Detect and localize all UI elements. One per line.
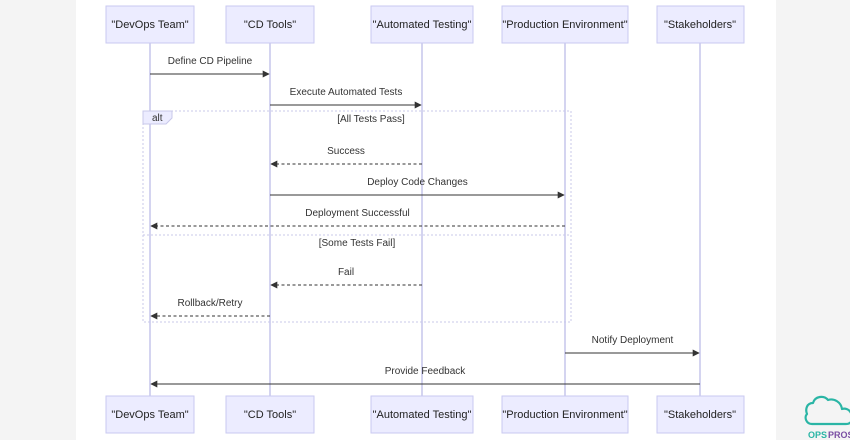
opspros-logo: OPS PROS — [804, 395, 850, 440]
actors-top: "DevOps Team" "CD Tools" "Automated Test… — [105, 5, 745, 44]
actor-top-production-environment: "Production Environment" — [501, 5, 629, 44]
message-label: Define CD Pipeline — [168, 56, 253, 67]
cloud-icon — [804, 395, 850, 426]
actor-box — [105, 5, 195, 44]
actor-box — [225, 395, 315, 434]
actors-bottom: "DevOps Team" "CD Tools" "Automated Test… — [105, 395, 745, 434]
actor-top-devops-team: "DevOps Team" — [105, 5, 195, 44]
actor-label: "CD Tools" — [244, 409, 296, 421]
actor-bottom-production-environment: "Production Environment" — [501, 395, 629, 434]
diagram-panel — [76, 0, 776, 440]
message-label: Execute Automated Tests — [290, 87, 403, 98]
alt-keyword: alt — [152, 113, 163, 124]
message-label: Deploy Code Changes — [367, 177, 468, 188]
actor-box — [225, 5, 315, 44]
actor-label: "Stakeholders" — [664, 19, 736, 31]
message-label: Deployment Successful — [305, 208, 410, 219]
alt-frame-label-box — [142, 110, 173, 125]
actor-bottom-stakeholders: "Stakeholders" — [656, 395, 745, 434]
actor-label: "DevOps Team" — [111, 19, 188, 31]
alt-frame-border — [142, 110, 572, 323]
actor-bottom-automated-testing: "Automated Testing" — [370, 395, 474, 434]
message-label: Fail — [338, 267, 354, 278]
actor-box — [370, 395, 474, 434]
actor-box — [370, 5, 474, 44]
actor-label: "CD Tools" — [244, 19, 296, 31]
actor-top-cd-tools: "CD Tools" — [225, 5, 315, 44]
alt-frame: alt [All Tests Pass] [Some Tests Fail] — [142, 110, 572, 323]
actor-bottom-cd-tools: "CD Tools" — [225, 395, 315, 434]
actor-bottom-devops-team: "DevOps Team" — [105, 395, 195, 434]
message-label: Success — [327, 146, 365, 157]
actor-label: "Production Environment" — [502, 409, 627, 421]
logo-text-ops: OPS — [808, 430, 827, 440]
actor-top-automated-testing: "Automated Testing" — [370, 5, 474, 44]
alt-condition-pass: [All Tests Pass] — [337, 114, 405, 125]
actor-box — [501, 395, 629, 434]
actor-box — [105, 395, 195, 434]
actor-label: "Stakeholders" — [664, 409, 736, 421]
message-label: Provide Feedback — [385, 366, 467, 377]
actor-box — [656, 395, 745, 434]
lifelines — [149, 43, 701, 396]
actor-label: "DevOps Team" — [111, 409, 188, 421]
alt-condition-fail: [Some Tests Fail] — [319, 238, 396, 249]
actor-label: "Automated Testing" — [373, 19, 472, 31]
logo-text-pros: PROS — [828, 430, 850, 440]
actor-label: "Automated Testing" — [373, 409, 472, 421]
actor-label: "Production Environment" — [502, 19, 627, 31]
actor-top-stakeholders: "Stakeholders" — [656, 5, 745, 44]
actor-box — [501, 5, 629, 44]
actor-box — [656, 5, 745, 44]
message-label: Rollback/Retry — [177, 298, 242, 309]
message-label: Notify Deployment — [592, 335, 674, 346]
